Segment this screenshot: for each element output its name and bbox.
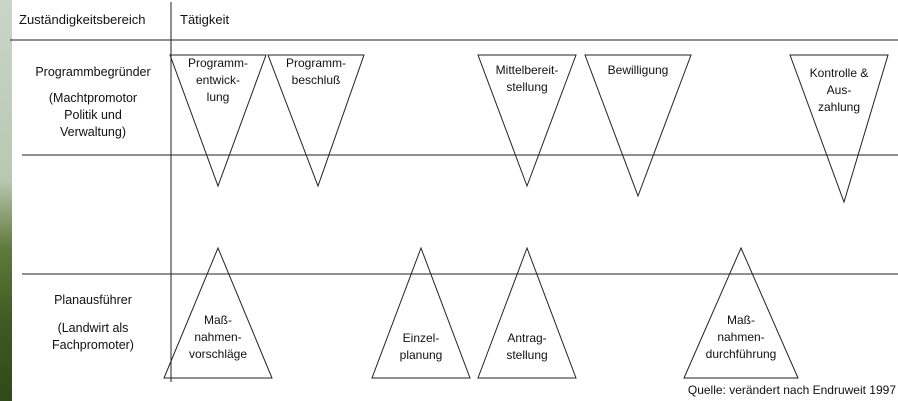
bottom-activity-label: planung xyxy=(400,348,443,362)
top-activity-label: stellung xyxy=(506,80,547,94)
top-activity-0: Programm-entwick-lung xyxy=(169,54,267,188)
top-activity-label: Aus- xyxy=(827,83,852,97)
top-activity-label: Programm- xyxy=(188,56,248,70)
bottom-activity-2: Antrag-stellung xyxy=(477,246,577,379)
bottom-activity-label: nahmen- xyxy=(194,330,241,344)
bottom-activity-label: Maß- xyxy=(727,313,755,327)
top-activity-2: Mittelbereit-stellung xyxy=(477,54,577,188)
top-activity-label: beschluß xyxy=(292,73,341,87)
row-label-line: Politik und xyxy=(64,108,122,122)
bottom-activity-label: Maß- xyxy=(204,313,232,327)
header-right: Tätigkeit xyxy=(180,12,230,27)
bottom-activities: Maß-nahmen-vorschlägeEinzel-planungAntra… xyxy=(163,246,799,379)
inverted-triangle xyxy=(584,54,692,198)
bottom-activity-label: stellung xyxy=(506,348,547,362)
left-edge-strip xyxy=(0,0,12,401)
top-activity-label: lung xyxy=(207,90,230,104)
bottom-activity-label: Einzel- xyxy=(403,331,440,345)
row-label-line: Verwaltung) xyxy=(60,125,126,139)
top-activity-label: Programm- xyxy=(286,56,346,70)
top-activity-1: Programm-beschluß xyxy=(267,54,365,188)
row-label-line: (Machtpromotor xyxy=(49,91,137,105)
bottom-activity-0: Maß-nahmen-vorschläge xyxy=(163,246,273,379)
top-activity-label: Kontrolle & xyxy=(810,66,869,80)
upright-triangle xyxy=(371,246,471,379)
inverted-triangle xyxy=(169,54,267,188)
bottom-activity-label: nahmen- xyxy=(717,330,764,344)
top-activity-label: Bewilligung xyxy=(608,63,669,77)
top-activity-4: Kontrolle & Aus-zahlung xyxy=(789,54,889,204)
bottom-activity-label: vorschläge xyxy=(189,347,247,361)
upright-triangle xyxy=(683,246,799,379)
row-label-line: Fachpromoter) xyxy=(52,338,134,352)
inverted-triangle xyxy=(477,54,577,188)
source-note: Quelle: verändert nach Endruweit 1997 xyxy=(688,383,896,397)
inverted-triangle xyxy=(789,54,889,204)
upright-triangle xyxy=(477,246,577,379)
bottom-activity-label: durchführung xyxy=(706,347,777,361)
top-activities: Programm-entwick-lungProgramm-beschlußMi… xyxy=(169,54,889,204)
top-activity-3: Bewilligung xyxy=(584,54,692,198)
header-left: Zuständigkeitsbereich xyxy=(19,12,145,27)
bottom-activity-3: Maß-nahmen-durchführung xyxy=(683,246,799,379)
row-label-line: Planausführer xyxy=(54,293,132,307)
bottom-activity-label: Antrag- xyxy=(507,331,546,345)
inverted-triangle xyxy=(267,54,365,188)
top-activity-label: Mittelbereit- xyxy=(496,63,559,77)
row-label-line: Programmbegründer xyxy=(35,65,150,79)
top-activity-label: entwick- xyxy=(196,73,240,87)
upright-triangle xyxy=(163,246,273,379)
top-activity-label: zahlung xyxy=(818,100,860,114)
bottom-activity-1: Einzel-planung xyxy=(371,246,471,379)
row-label-line: (Landwirt als xyxy=(58,321,129,335)
